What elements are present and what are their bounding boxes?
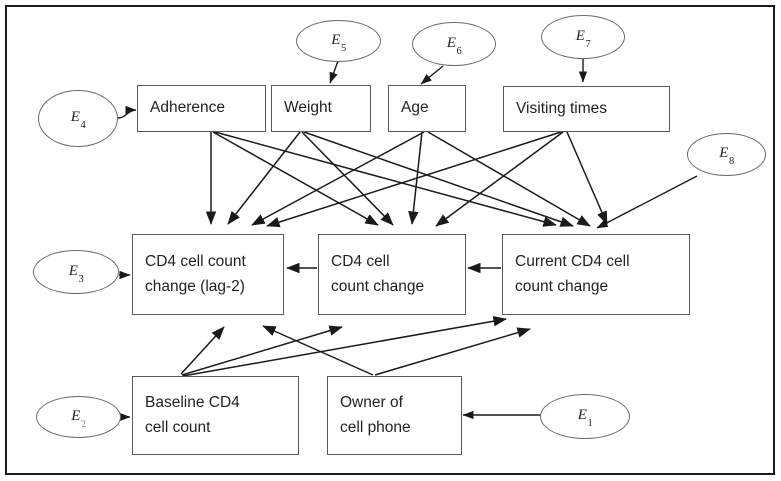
node-age-label: Age [401,99,429,117]
node-cd4-lag2-label: CD4 cell count change (lag-2) [145,250,246,298]
error-term-e3[interactable]: E3 [33,250,119,294]
error-term-e5-label: E5 [331,31,347,54]
error-term-e1[interactable]: E1 [540,394,630,439]
error-term-e1-label: E1 [577,407,593,429]
node-cd4-current[interactable]: Current CD4 cell count change [502,234,690,315]
error-term-e8[interactable]: E8 [687,133,766,176]
node-weight-label: Weight [284,99,332,117]
node-age[interactable]: Age [388,85,466,132]
node-visiting-times[interactable]: Visiting times [503,86,670,132]
error-term-e4[interactable]: E4 [38,90,118,147]
error-term-e2[interactable]: E2 [36,396,121,438]
node-owner-phone-line2: cell phone [340,418,411,436]
node-baseline-cd4[interactable]: Baseline CD4 cell count [132,376,299,455]
node-baseline-cd4-label: Baseline CD4 cell count [145,391,240,439]
error-term-e5[interactable]: E5 [296,20,381,62]
node-cd4-lag2-line1: CD4 cell count [145,253,246,271]
node-cd4-current-label: Current CD4 cell count change [515,250,630,298]
node-cd4-change[interactable]: CD4 cell count change [318,234,466,315]
node-baseline-cd4-line1: Baseline CD4 [145,394,240,412]
node-owner-phone-line1: Owner of [340,394,403,412]
node-cd4-change-line1: CD4 cell [331,253,390,271]
node-adherence[interactable]: Adherence [137,85,266,132]
error-term-e3-label: E3 [68,262,84,285]
error-term-e7[interactable]: E7 [541,15,625,59]
error-term-e8-label: E8 [719,145,735,167]
node-cd4-change-label: CD4 cell count change [331,250,424,298]
figure-border [5,5,775,475]
node-cd4-current-line1: Current CD4 cell [515,253,630,271]
node-cd4-current-line2: count change [515,277,609,295]
error-term-e6[interactable]: E6 [412,22,496,66]
node-visiting-times-label: Visiting times [516,99,608,117]
node-cd4-change-line2: count change [331,277,425,295]
error-term-e6-label: E6 [446,34,462,57]
error-term-e4-label: E4 [70,109,86,131]
error-term-e7-label: E7 [575,27,591,50]
node-baseline-cd4-line2: cell count [145,418,211,436]
node-owner-phone-label: Owner of cell phone [340,391,411,439]
node-adherence-label: Adherence [150,99,225,117]
node-owner-phone[interactable]: Owner of cell phone [327,376,462,455]
error-term-e2-label: E2 [71,407,88,430]
node-cd4-lag2[interactable]: CD4 cell count change (lag-2) [132,234,284,315]
node-weight[interactable]: Weight [271,85,371,132]
node-cd4-lag2-line2: change (lag-2) [145,277,245,295]
